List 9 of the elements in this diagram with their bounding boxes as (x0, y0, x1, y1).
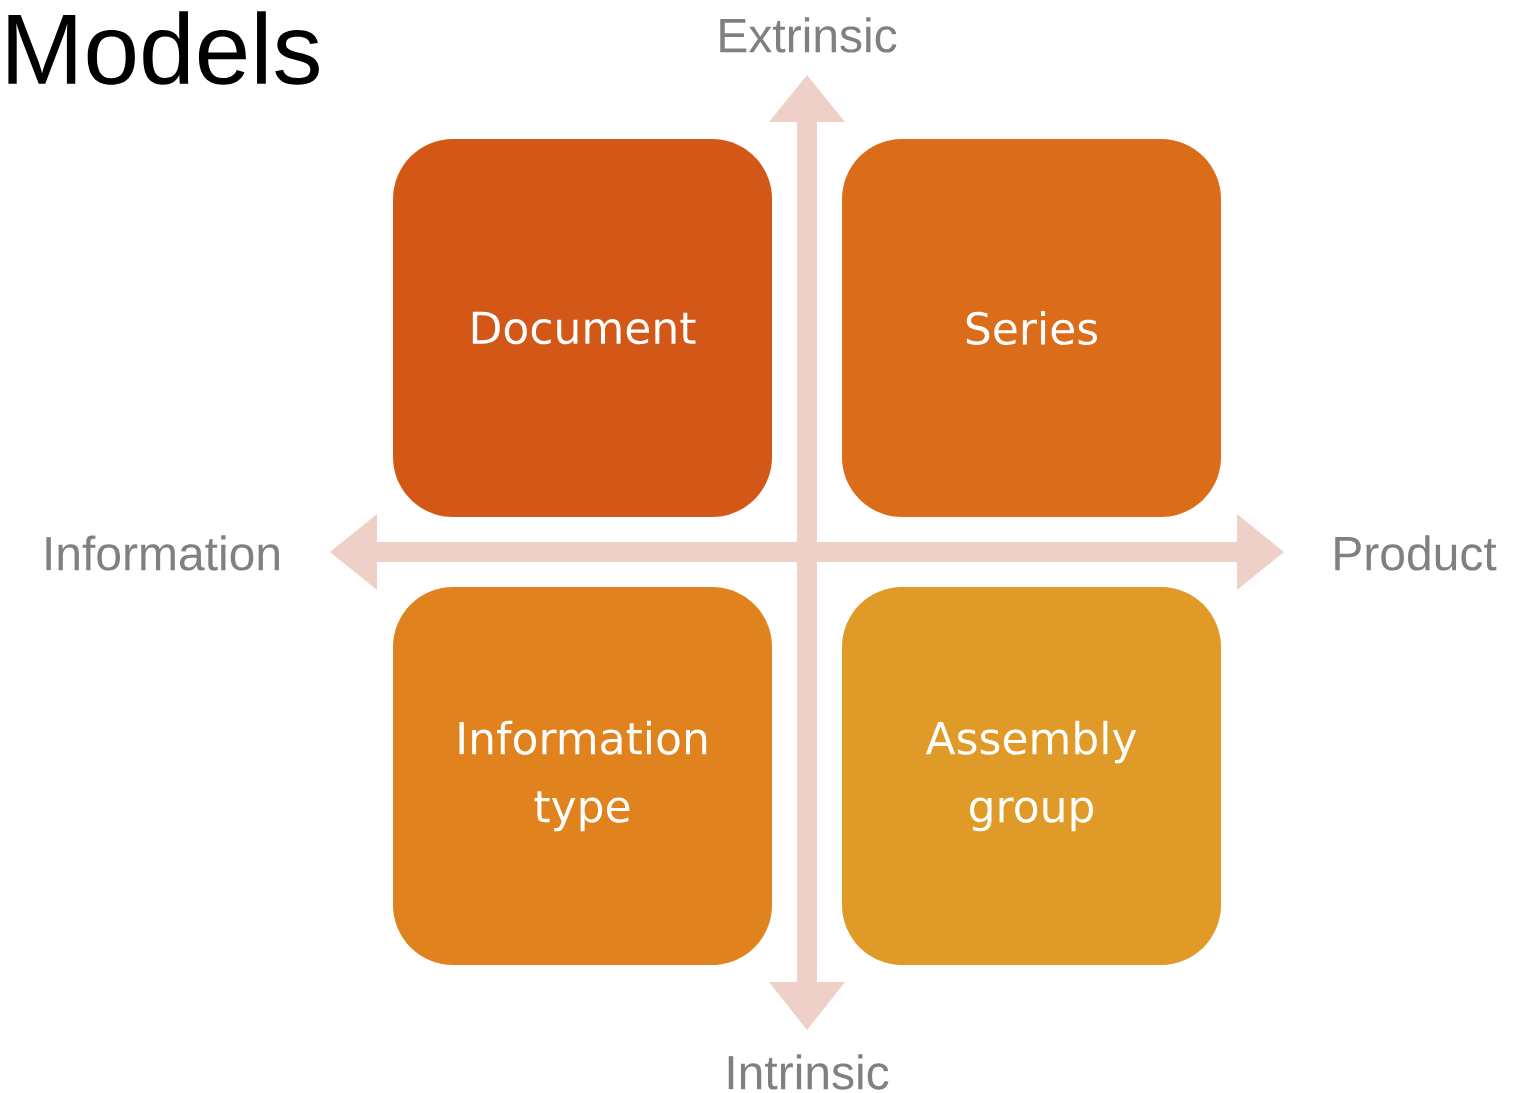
axis-label: Extrinsic (720, 17, 897, 53)
axis-label: Product (1335, 535, 1497, 571)
quadrant-box: Assembly group (842, 587, 1221, 965)
quadrant-box: Series (842, 139, 1221, 517)
title: Models (8, 11, 319, 85)
quadrant-box: Document (393, 139, 772, 517)
axis-label: Intrinsic (728, 1054, 889, 1090)
quadrant-box: Information type (393, 587, 772, 965)
axis-label: Information (46, 535, 279, 571)
